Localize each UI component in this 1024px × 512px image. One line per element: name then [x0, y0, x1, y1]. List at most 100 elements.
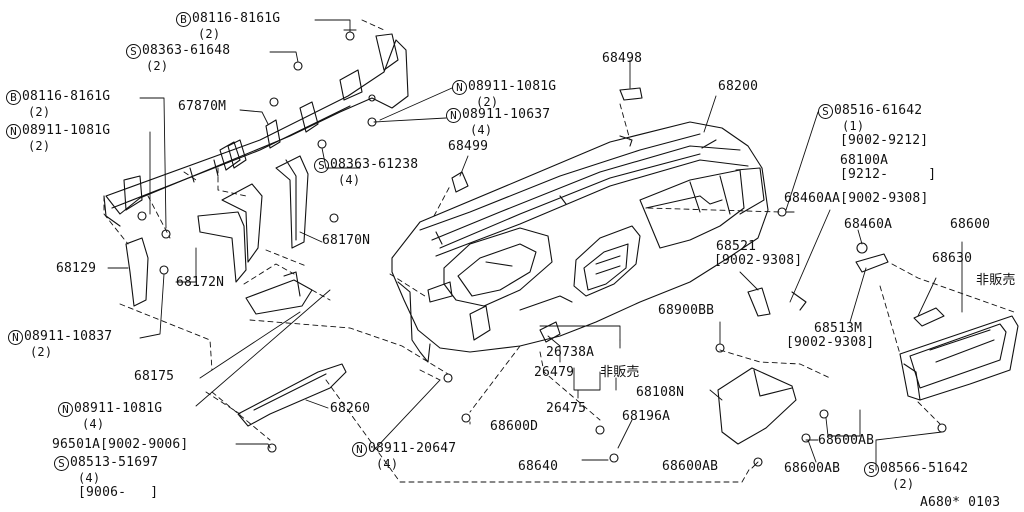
quantity: (2): [28, 105, 51, 119]
label-68260: 68260: [330, 401, 371, 416]
label-68172N: 68172N: [176, 275, 225, 290]
glove-box-drawing: [899, 307, 1019, 401]
part-number: 08513-51697: [70, 455, 159, 470]
date-range: [9212- ]: [840, 167, 937, 182]
label-67870M: 67870M: [178, 99, 227, 114]
date-range: [9002-9212]: [840, 133, 929, 148]
part-number: 08911-20647: [368, 441, 457, 456]
leader-lines: [107, 19, 963, 471]
label-68108N: 68108N: [636, 385, 685, 400]
label-26479: 26479: [534, 365, 575, 380]
quantity: (4): [82, 417, 105, 431]
bolt-b-icon: B: [6, 90, 21, 105]
label-68600D: 68600D: [490, 419, 539, 434]
label-68460A: 68460A: [844, 217, 893, 232]
label-68200: 68200: [718, 79, 759, 94]
label-68900BB: 68900BB: [658, 303, 715, 318]
screw-s-icon: S: [818, 104, 833, 119]
nut-n-icon: N: [58, 402, 73, 417]
nut-n-icon: N: [452, 80, 467, 95]
nut-n-icon: N: [446, 108, 461, 123]
fastener-drawings: [137, 29, 947, 467]
label-68100A: 68100A [9212- ]: [840, 154, 936, 182]
part-number: 08911-10837: [24, 329, 113, 344]
label-68196A: 68196A: [622, 409, 671, 424]
nut-n-icon: N: [8, 330, 23, 345]
quantity: (4): [78, 471, 101, 485]
label-26475: 26475: [546, 401, 587, 416]
part-number: 68513M: [814, 321, 863, 336]
part-number: 08116-8161G: [192, 11, 281, 26]
label-68600AB-left: 68600AB: [662, 459, 719, 474]
label-68630: 68630: [932, 251, 973, 266]
label-68600AB-mid: 68600AB: [784, 461, 841, 476]
quantity: (2): [146, 59, 169, 73]
label-68460AA: 68460AA[9002-9308]: [784, 191, 929, 206]
quantity: (4): [338, 173, 361, 187]
screw-s-icon: S: [126, 44, 141, 59]
quantity: (1): [842, 119, 865, 133]
bracket-drawings: [125, 141, 347, 427]
nut-n-icon: N: [352, 442, 367, 457]
part-number: 08911-1081G: [22, 123, 111, 138]
label-68513M: 68513M [9002-9308]: [786, 322, 874, 350]
date-range: [9002-9308]: [714, 253, 803, 268]
part-number: 08911-1081G: [74, 401, 163, 416]
screw-s-icon: S: [864, 462, 879, 477]
label-68170N: 68170N: [322, 233, 371, 248]
label-not-for-sale-mid: 非販売: [600, 365, 640, 380]
bolt-b-icon: B: [176, 12, 191, 27]
date-range: [9006- ]: [78, 485, 159, 500]
label-68499: 68499: [448, 139, 489, 154]
quantity: (2): [30, 345, 53, 359]
label-68640: 68640: [518, 459, 559, 474]
quantity: (2): [28, 139, 51, 153]
part-number: 68100A: [840, 153, 889, 168]
quantity: (2): [892, 477, 915, 491]
label-68600AB-right: 68600AB: [818, 433, 875, 448]
label-96501A: 96501A[9002-9006]: [52, 437, 189, 452]
label-68521: 68521 [9002-9308]: [714, 240, 802, 268]
instrument-panel-drawing: [391, 121, 769, 363]
lower-cover-drawing: [717, 367, 797, 445]
quantity: (4): [376, 457, 399, 471]
date-range: [9002-9308]: [786, 335, 875, 350]
label-68175: 68175: [134, 369, 175, 384]
nut-n-icon: N: [6, 124, 21, 139]
quantity: (2): [476, 95, 499, 109]
part-number: 08363-61238: [330, 157, 419, 172]
label-26738A: 26738A: [546, 345, 595, 360]
diagram-code: A680* 0103: [920, 495, 1001, 510]
quantity: (2): [198, 27, 221, 41]
part-number: 08363-61648: [142, 43, 231, 58]
screw-s-icon: S: [314, 158, 329, 173]
part-number: 08116-8161G: [22, 89, 111, 104]
screw-s-icon: S: [54, 456, 69, 471]
part-number: 08516-61642: [834, 103, 923, 118]
label-68129: 68129: [56, 261, 97, 276]
part-number: 68521: [716, 239, 757, 254]
part-number: 08911-10637: [462, 107, 551, 122]
label-68600: 68600: [950, 217, 991, 232]
phantom-lines: [103, 19, 1015, 483]
part-number: 08911-1081G: [468, 79, 557, 94]
label-not-for-sale-right: 非販売: [976, 273, 1016, 288]
quantity: (4): [470, 123, 493, 137]
part-number: 08566-51642: [880, 461, 969, 476]
label-68498: 68498: [602, 51, 643, 66]
